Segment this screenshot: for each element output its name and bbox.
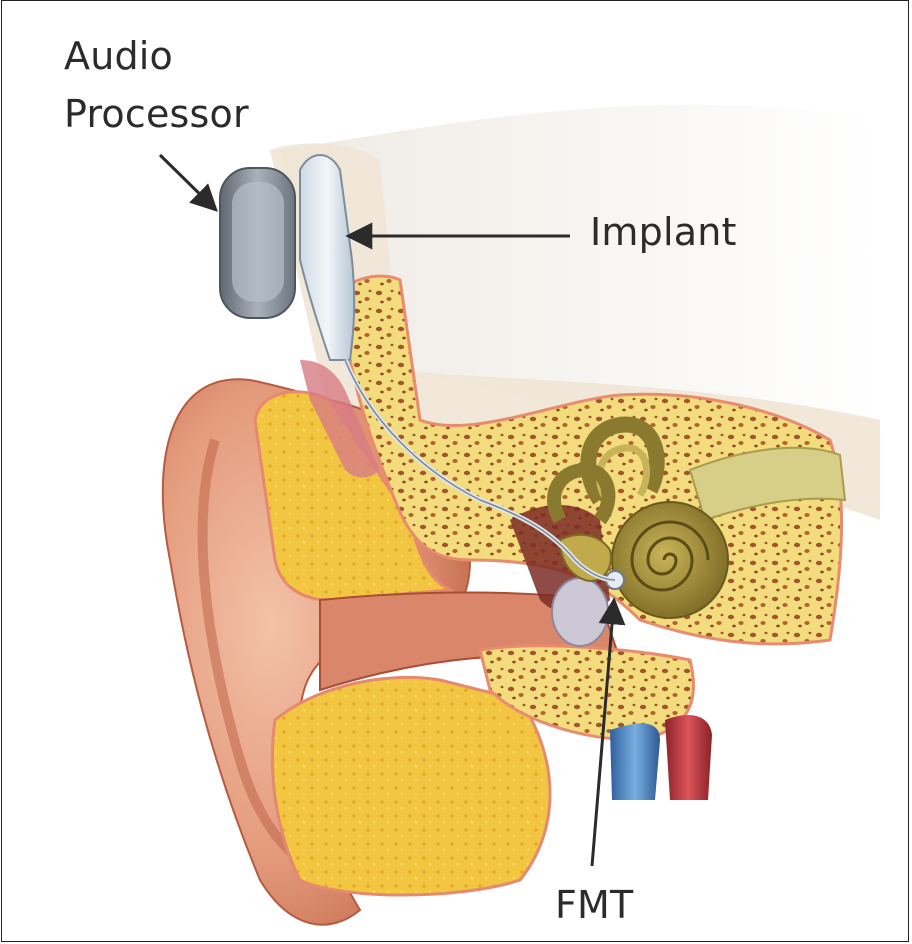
jugular-vein <box>610 723 660 800</box>
audio-processor-pointer <box>160 155 216 210</box>
audio-processor-label-line1: Audio <box>64 36 173 76</box>
audio-processor-label-line2: Processor <box>64 94 249 134</box>
fmt-label: FMT <box>555 885 633 925</box>
carotid-artery <box>665 715 712 800</box>
eardrum <box>552 578 608 646</box>
cochlea <box>612 502 728 618</box>
audio-processor-face <box>232 182 284 302</box>
implant-label: Implant <box>590 212 737 252</box>
lower-fat-tissue <box>272 677 550 895</box>
